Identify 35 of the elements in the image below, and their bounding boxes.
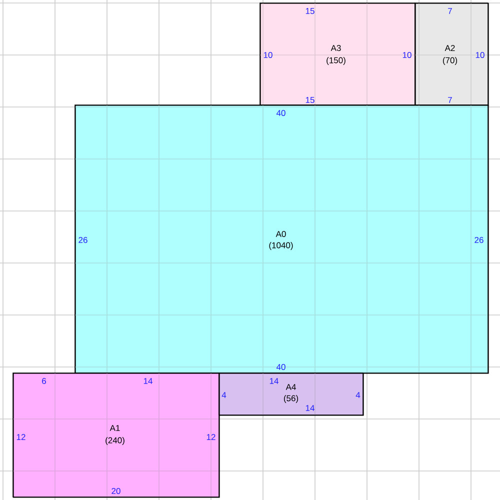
- area-label: (150): [326, 57, 346, 65]
- dimension-label: 7: [448, 97, 452, 103]
- dimension-label: 26: [474, 237, 484, 243]
- dimension-label: 15: [306, 8, 314, 14]
- dimension-label: 10: [264, 52, 272, 58]
- dimension-label: 26: [78, 237, 88, 243]
- dimension-label: 6: [42, 378, 46, 384]
- area-box: [260, 2, 416, 106]
- dimension-label: 7: [448, 8, 452, 14]
- area-label: A2: [444, 45, 455, 51]
- dimension-label: 14: [144, 378, 152, 384]
- dimension-label: 4: [222, 392, 226, 398]
- dimension-label: 12: [206, 434, 216, 440]
- area-label: (70): [442, 57, 458, 65]
- dimension-label: 40: [276, 110, 286, 116]
- dimension-label: 14: [306, 405, 314, 411]
- area-label: (240): [106, 437, 124, 445]
- dimension-label: 12: [16, 434, 26, 440]
- dimension-label: 10: [402, 52, 412, 58]
- area-label: A4: [286, 384, 296, 390]
- area-label: (1040): [269, 242, 293, 250]
- dimension-label: 40: [276, 364, 286, 370]
- area-box: [218, 372, 364, 416]
- dimension-label: 14: [270, 378, 278, 384]
- area-label: A1: [110, 425, 120, 431]
- area-box: [74, 104, 489, 374]
- dimension-label: 4: [356, 392, 360, 398]
- dimension-label: 10: [476, 52, 484, 58]
- area-label: (56): [284, 395, 298, 403]
- area-label: A0: [276, 231, 286, 237]
- area-box: [12, 372, 220, 498]
- dimension-label: 15: [306, 97, 314, 103]
- dimension-label: 20: [112, 488, 120, 494]
- area-box: [414, 2, 489, 106]
- area-label: A3: [330, 45, 341, 51]
